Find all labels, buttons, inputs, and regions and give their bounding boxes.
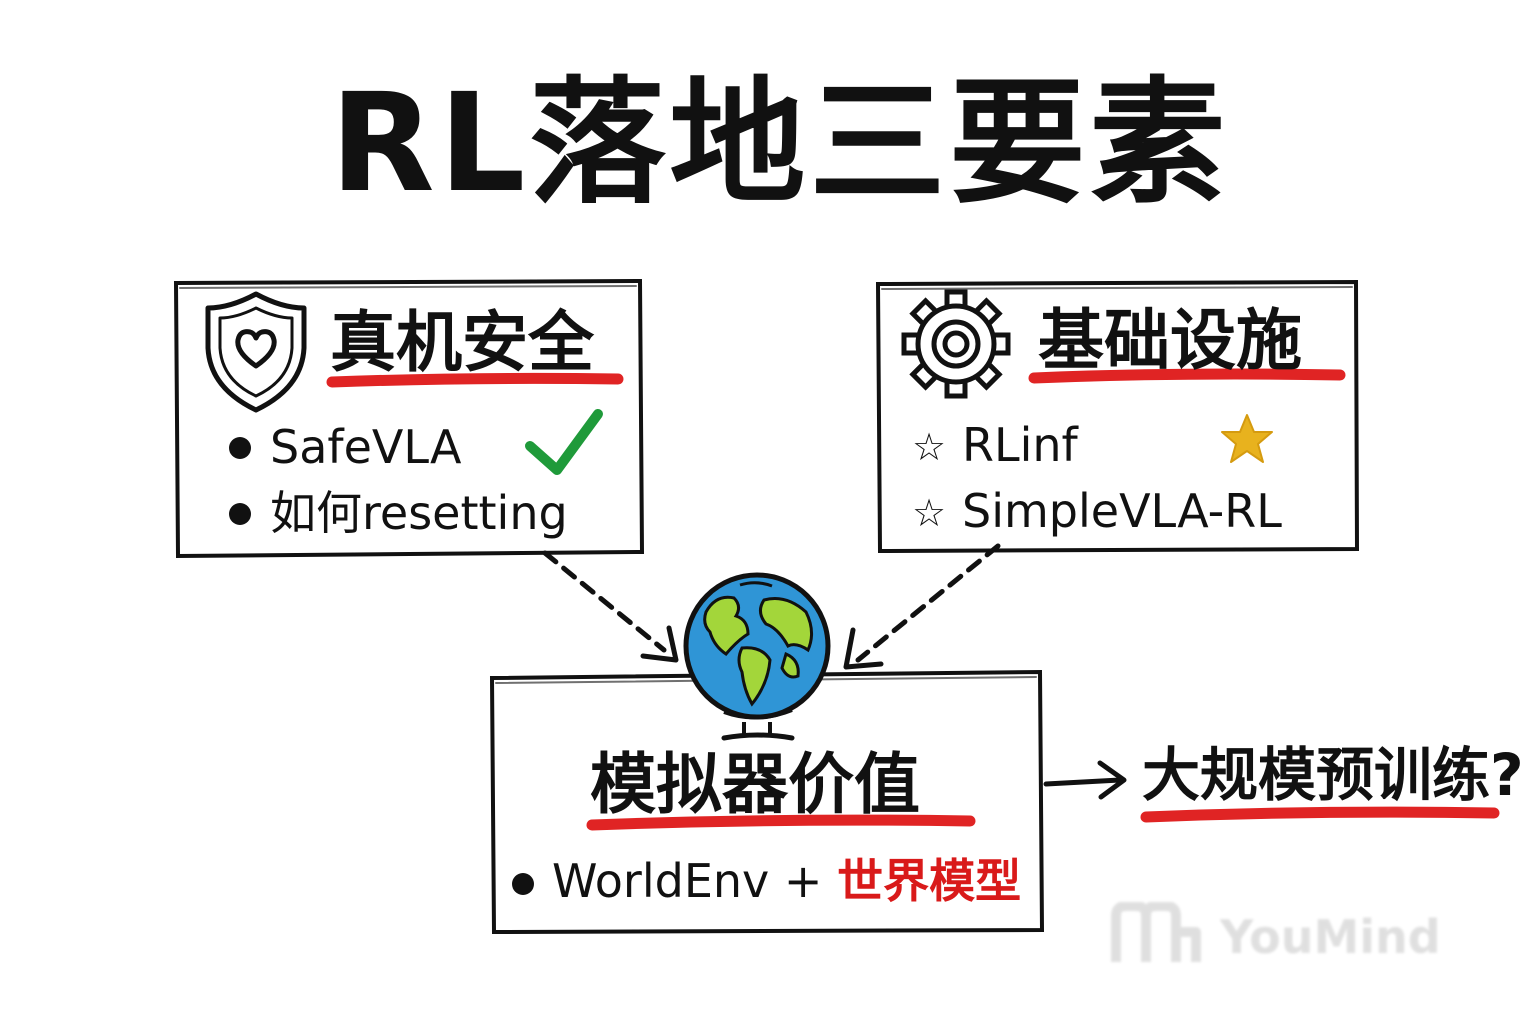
simulator-heading: 模拟器价值 — [590, 746, 920, 823]
globe-icon — [683, 572, 831, 741]
infra-item-simplevla-rl: SimpleVLA-RL — [962, 484, 1282, 538]
simulator-item-prefix: WorldEnv + — [552, 854, 823, 908]
bullet-dot — [229, 437, 251, 459]
shield-heart-icon — [205, 291, 307, 413]
safety-item-resetting: 如何resetting — [270, 486, 568, 540]
safety-item-safevla: SafeVLA — [270, 420, 462, 474]
watermark-text: YouMind — [1220, 910, 1441, 964]
side-note-underline — [1140, 806, 1500, 823]
bullet-dot — [229, 503, 251, 525]
infra-heading: 基础设施 — [1038, 302, 1302, 379]
page-title: RL落地三要素 — [330, 65, 1230, 223]
gear-icon — [901, 289, 1011, 399]
gold-star-icon — [1221, 414, 1273, 463]
arrow-to-pretraining — [1043, 760, 1127, 800]
checkmark-icon — [525, 409, 603, 475]
watermark: YouMind — [1110, 900, 1441, 970]
youmind-logo-icon — [1111, 902, 1201, 962]
bullet-dot — [512, 873, 534, 895]
star-bullet-icon: ☆ — [912, 425, 947, 469]
arrow-safety-to-simulator — [542, 550, 667, 653]
simulator-item: WorldEnv + 世界模型 — [552, 858, 1021, 904]
safety-heading: 真机安全 — [330, 304, 594, 381]
arrow-infra-to-simulator — [855, 543, 1001, 663]
simulator-item-highlight: 世界模型 — [837, 854, 1022, 908]
side-note-pretraining: 大规模预训练? — [1142, 741, 1524, 809]
star-bullet-icon: ☆ — [912, 491, 947, 535]
infra-item-rlinf: RLinf — [962, 418, 1078, 472]
